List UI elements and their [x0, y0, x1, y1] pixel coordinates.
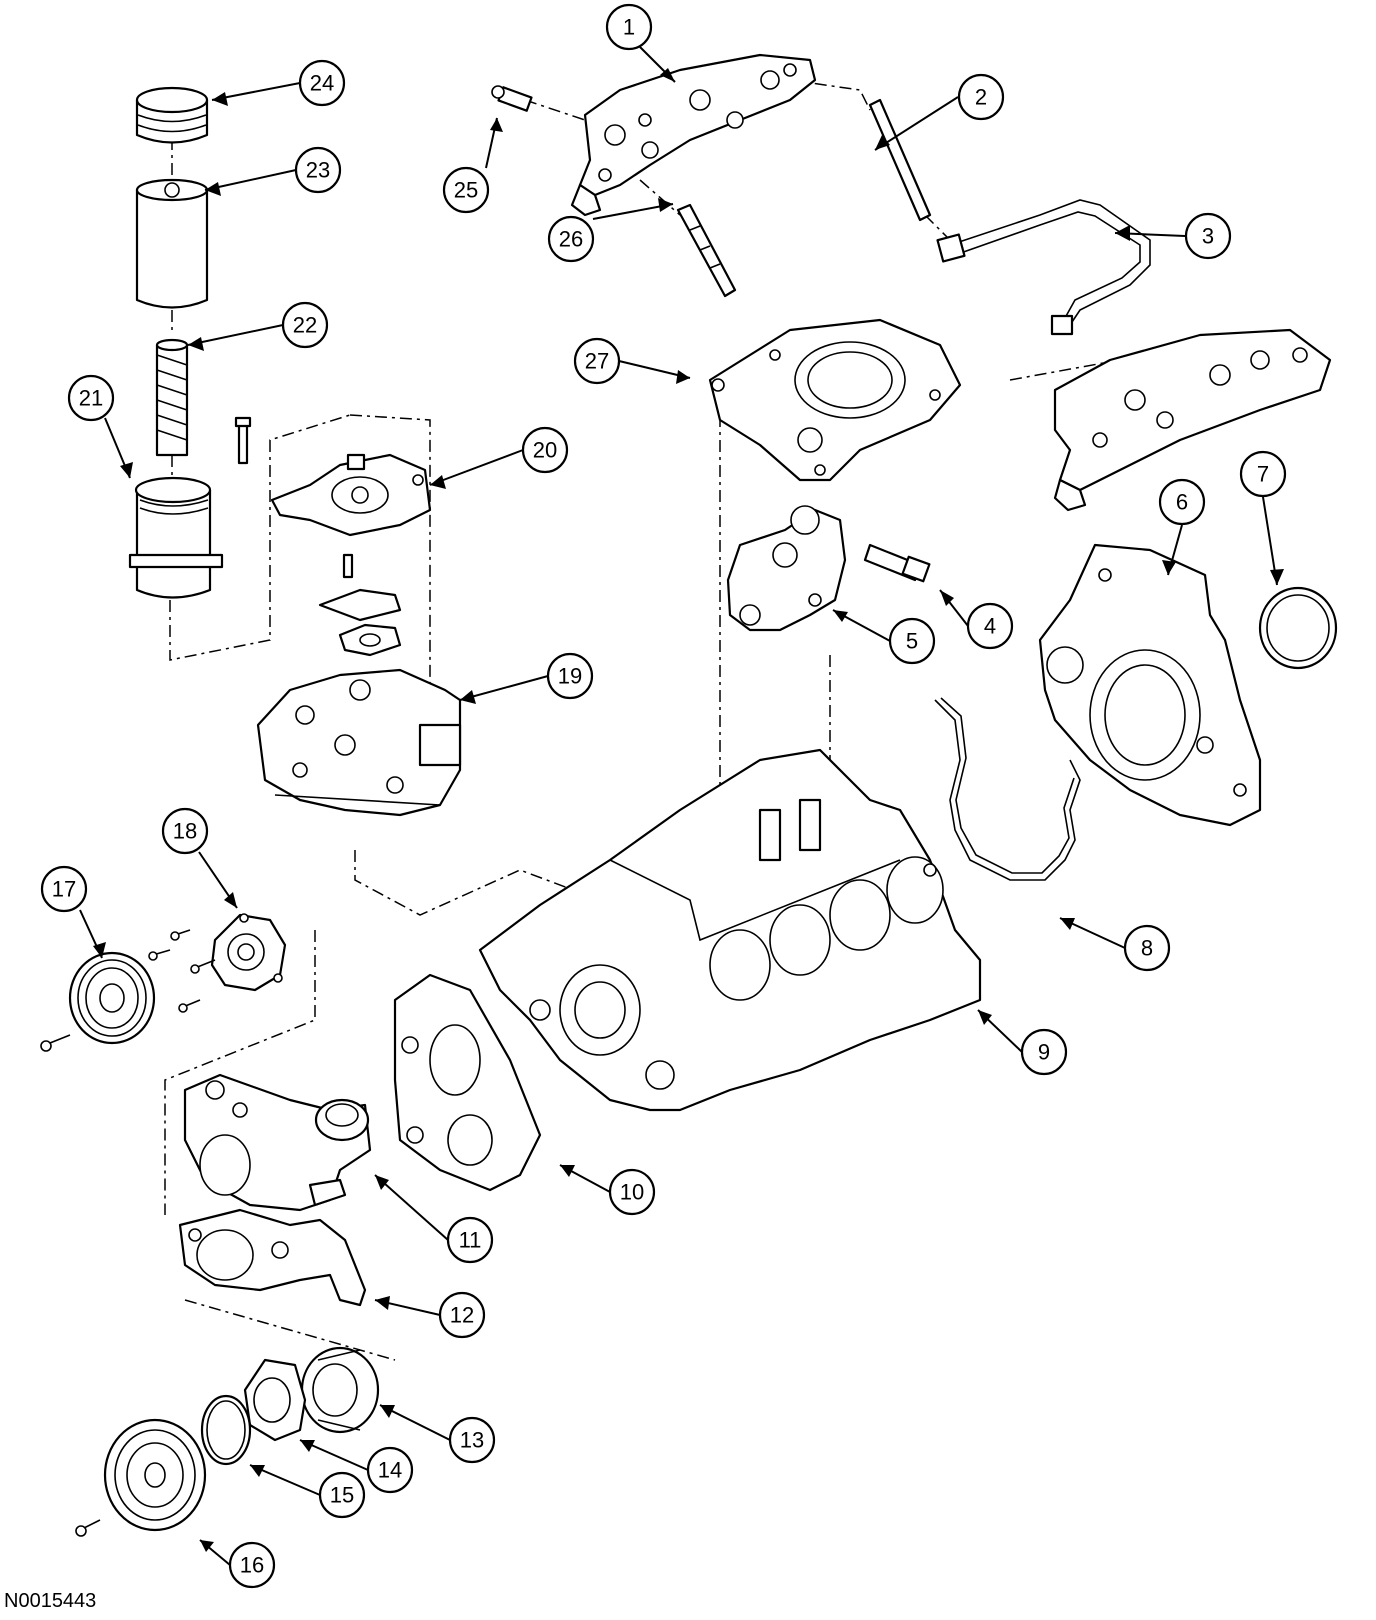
- svg-text:17: 17: [52, 877, 76, 902]
- sensor-4: [863, 543, 931, 583]
- callout-10: 10: [608, 1168, 656, 1216]
- callout-5: 5: [888, 617, 936, 665]
- damper-16: [75, 1418, 207, 1537]
- harness-8: [934, 697, 1081, 881]
- oil-filter-base-20: [270, 453, 432, 537]
- callout-19: 19: [546, 652, 594, 700]
- callout-2: 2: [957, 73, 1005, 121]
- bolt: [234, 416, 252, 465]
- callout-18: 18: [161, 807, 209, 855]
- callout-6: 6: [1158, 478, 1206, 526]
- svg-text:16: 16: [240, 1553, 264, 1578]
- svg-text:8: 8: [1141, 936, 1153, 961]
- callout-20: 20: [521, 426, 569, 474]
- callout-4: 4: [966, 602, 1014, 650]
- fuel-tube-2: [868, 98, 932, 222]
- seal-retainer-14: [243, 1358, 307, 1442]
- callout-26: 26: [547, 215, 595, 263]
- figure-id: N0015443: [4, 1590, 97, 1612]
- callout-23: 23: [294, 146, 342, 194]
- svg-text:14: 14: [378, 1458, 402, 1483]
- callout-27: 27: [573, 337, 621, 385]
- callout-7: 7: [1239, 450, 1287, 498]
- water-pump-18: [210, 913, 287, 992]
- svg-text:11: 11: [459, 1228, 482, 1253]
- svg-text:23: 23: [306, 158, 330, 183]
- callout-16: 16: [228, 1541, 276, 1589]
- pulley-17: [40, 951, 156, 1052]
- oil-cooler-19: [256, 668, 462, 817]
- callout-22: 22: [281, 301, 329, 349]
- fuel-injector-26: [676, 203, 737, 298]
- svg-text:27: 27: [585, 349, 609, 374]
- svg-text:22: 22: [293, 313, 317, 338]
- oil-filter-cap-24: [135, 86, 209, 144]
- oil-filter-23: [135, 178, 209, 309]
- o-ring-7: [1258, 586, 1338, 670]
- svg-text:19: 19: [558, 664, 582, 689]
- intake-gasket-27: [708, 318, 962, 482]
- front-gasket-10: [393, 973, 542, 1192]
- svg-text:25: 25: [454, 178, 478, 203]
- oil-cooler-gaskets: [318, 553, 402, 657]
- svg-text:2: 2: [975, 85, 987, 110]
- front-cover-11: [183, 1073, 372, 1212]
- upper-intake-manifold-left: [570, 53, 817, 217]
- sensor-25: [491, 85, 533, 112]
- svg-text:6: 6: [1176, 490, 1188, 515]
- o-ring-15: [200, 1394, 252, 1466]
- callout-11: 11: [446, 1216, 494, 1264]
- water-pump-bolts: [148, 929, 216, 1013]
- svg-text:4: 4: [984, 614, 996, 639]
- svg-text:5: 5: [906, 629, 918, 654]
- svg-text:13: 13: [460, 1428, 484, 1453]
- callout-17: 17: [40, 865, 88, 913]
- callout-15: 15: [318, 1471, 366, 1519]
- callout-24: 24: [298, 59, 346, 107]
- svg-text:24: 24: [310, 71, 334, 96]
- svg-text:21: 21: [79, 386, 103, 411]
- hp-oil-tube-3: [936, 199, 1151, 336]
- callout-25: 25: [442, 166, 490, 214]
- callout-21: 21: [67, 374, 115, 422]
- svg-text:15: 15: [330, 1483, 354, 1508]
- svg-text:26: 26: [559, 227, 583, 252]
- svg-text:20: 20: [533, 438, 557, 463]
- rear-cover-6: [1038, 543, 1262, 827]
- front-cover-lower-12: [178, 1208, 367, 1307]
- callout-13: 13: [448, 1416, 496, 1464]
- callout-3: 3: [1184, 212, 1232, 260]
- front-seal-13: [300, 1346, 380, 1434]
- leader-arrowheads: [93, 68, 1284, 1552]
- svg-text:12: 12: [450, 1303, 474, 1328]
- svg-text:3: 3: [1202, 224, 1214, 249]
- leader-lines: [79, 46, 1278, 1566]
- callout-8: 8: [1123, 924, 1171, 972]
- oil-filter-housing-21: [128, 476, 224, 599]
- svg-text:7: 7: [1257, 462, 1269, 487]
- callout-12: 12: [438, 1291, 486, 1339]
- engine-block-9: [478, 748, 982, 1112]
- hp-oil-pump-5: [726, 505, 847, 632]
- svg-text:18: 18: [173, 819, 197, 844]
- svg-text:9: 9: [1038, 1040, 1050, 1065]
- standpipe-22: [155, 338, 189, 457]
- upper-intake-manifold-right: [1053, 328, 1332, 512]
- callout-14: 14: [366, 1446, 414, 1494]
- callout-1: 1: [605, 3, 653, 51]
- svg-text:1: 1: [623, 15, 635, 40]
- callout-9: 9: [1020, 1028, 1068, 1076]
- svg-text:10: 10: [620, 1180, 644, 1205]
